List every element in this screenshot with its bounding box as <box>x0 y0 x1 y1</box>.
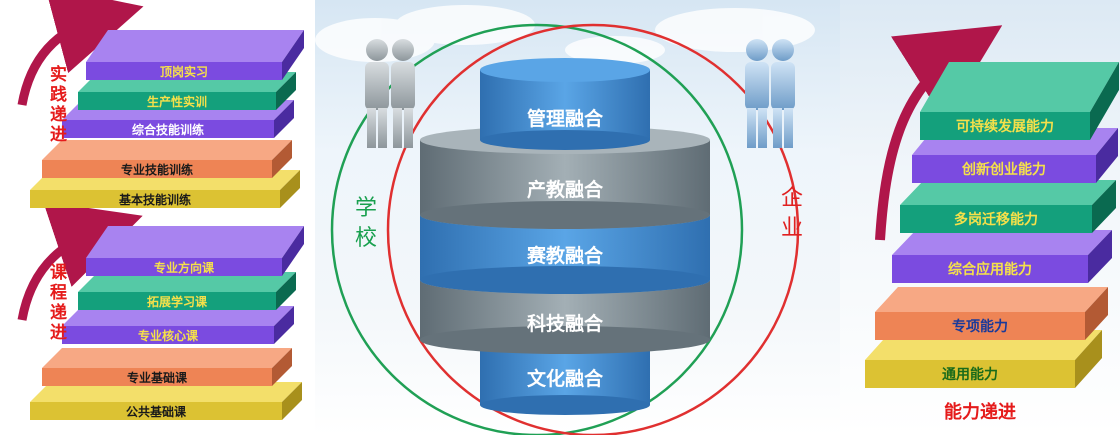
practice-step-label: 综合技能训练 <box>132 122 204 137</box>
right-panel: 通用能力 专项能力 综合应用能力 多岗迁移能力 创新创业能力 <box>840 0 1120 435</box>
course-step-1: 专业方向课 <box>86 226 304 276</box>
ability-step-label: 创新创业能力 <box>961 161 1046 178</box>
left-panel: 基本技能训练 专业技能训练 综合技能训练 生产性实训 顶岗实习 实 <box>0 0 315 435</box>
practice-arrow-icon <box>17 0 144 106</box>
course-title-char: 递 <box>50 302 67 323</box>
course-step-label: 专业核心课 <box>138 328 199 343</box>
practice-title-char: 实 <box>50 64 67 85</box>
course-title-char: 程 <box>50 283 67 303</box>
fusion-cylinder: 文化融合 科技融合 赛教融合 产教融合 管理融合 <box>420 58 710 415</box>
school-circle <box>330 23 744 435</box>
practice-step-label: 基本技能训练 <box>118 192 191 207</box>
enterprise-people-icon <box>745 39 795 148</box>
course-step-label: 专业基础课 <box>127 370 188 385</box>
course-step-2: 拓展学习课 <box>78 272 296 310</box>
course-title: 课 程 递 进 <box>50 263 68 343</box>
course-step-3: 专业核心课 <box>62 306 294 344</box>
practice-stack: 基本技能训练 专业技能训练 综合技能训练 生产性实训 顶岗实习 <box>30 30 304 208</box>
ability-caption: 能力递进 <box>944 401 1016 423</box>
course-step-5: 公共基础课 <box>30 382 302 420</box>
enterprise-label-char: 企 <box>781 186 803 211</box>
practice-step-label: 顶岗实习 <box>160 64 208 79</box>
practice-step-label: 生产性实训 <box>147 94 207 109</box>
school-label-char: 校 <box>355 226 377 251</box>
practice-step-1: 顶岗实习 <box>86 30 304 80</box>
ability-step-label: 多岗迁移能力 <box>954 211 1038 228</box>
ability-step-1: 可持续发展能力 <box>920 62 1119 140</box>
ability-step-label: 可持续发展能力 <box>956 118 1054 135</box>
practice-title-char: 进 <box>50 125 67 145</box>
course-stack: 公共基础课 专业基础课 专业核心课 拓展学习课 专业方向课 <box>30 226 304 420</box>
ability-stack: 通用能力 专项能力 综合应用能力 多岗迁移能力 创新创业能力 <box>865 62 1119 388</box>
fusion-layer-management: 管理融合 <box>480 58 650 150</box>
course-step-4: 专业基础课 <box>42 348 292 386</box>
fusion-layer-label: 赛教融合 <box>526 244 604 267</box>
fusion-layer-label: 文化融合 <box>527 367 604 390</box>
course-arrow-icon <box>17 201 143 321</box>
ability-arrow-icon <box>875 25 1003 241</box>
fusion-layer-label: 科技融合 <box>527 312 604 335</box>
ability-step-5: 专项能力 <box>875 287 1108 340</box>
fusion-layer-label: 产教融合 <box>527 178 604 201</box>
course-step-label: 公共基础课 <box>126 404 187 419</box>
course-title-char: 课 <box>50 263 68 283</box>
ability-step-3: 多岗迁移能力 <box>900 180 1116 233</box>
ability-step-4: 综合应用能力 <box>892 230 1112 283</box>
course-step-label: 拓展学习课 <box>147 294 208 309</box>
practice-title: 实 践 递 进 <box>50 64 67 145</box>
center-panel: 学 校 企 业 文化融合 科技融合 赛教融合 产教融合 <box>315 0 840 435</box>
practice-step-label: 专业技能训练 <box>121 162 193 177</box>
ability-step-label: 综合应用能力 <box>948 261 1032 278</box>
enterprise-label-char: 业 <box>781 216 803 241</box>
practice-title-char: 递 <box>50 104 67 125</box>
cloud-decoration <box>315 5 815 64</box>
ability-step-label: 通用能力 <box>942 366 998 383</box>
course-step-label: 专业方向课 <box>154 260 215 275</box>
practice-step-4: 专业技能训练 <box>42 140 292 178</box>
school-people-icon <box>365 39 415 148</box>
fusion-layer-label: 管理融合 <box>527 107 604 130</box>
ability-step-label: 专项能力 <box>952 318 1008 335</box>
school-label-char: 学 <box>355 196 377 221</box>
course-title-char: 进 <box>50 323 67 343</box>
enterprise-circle <box>386 23 800 435</box>
practice-title-char: 践 <box>50 84 67 105</box>
